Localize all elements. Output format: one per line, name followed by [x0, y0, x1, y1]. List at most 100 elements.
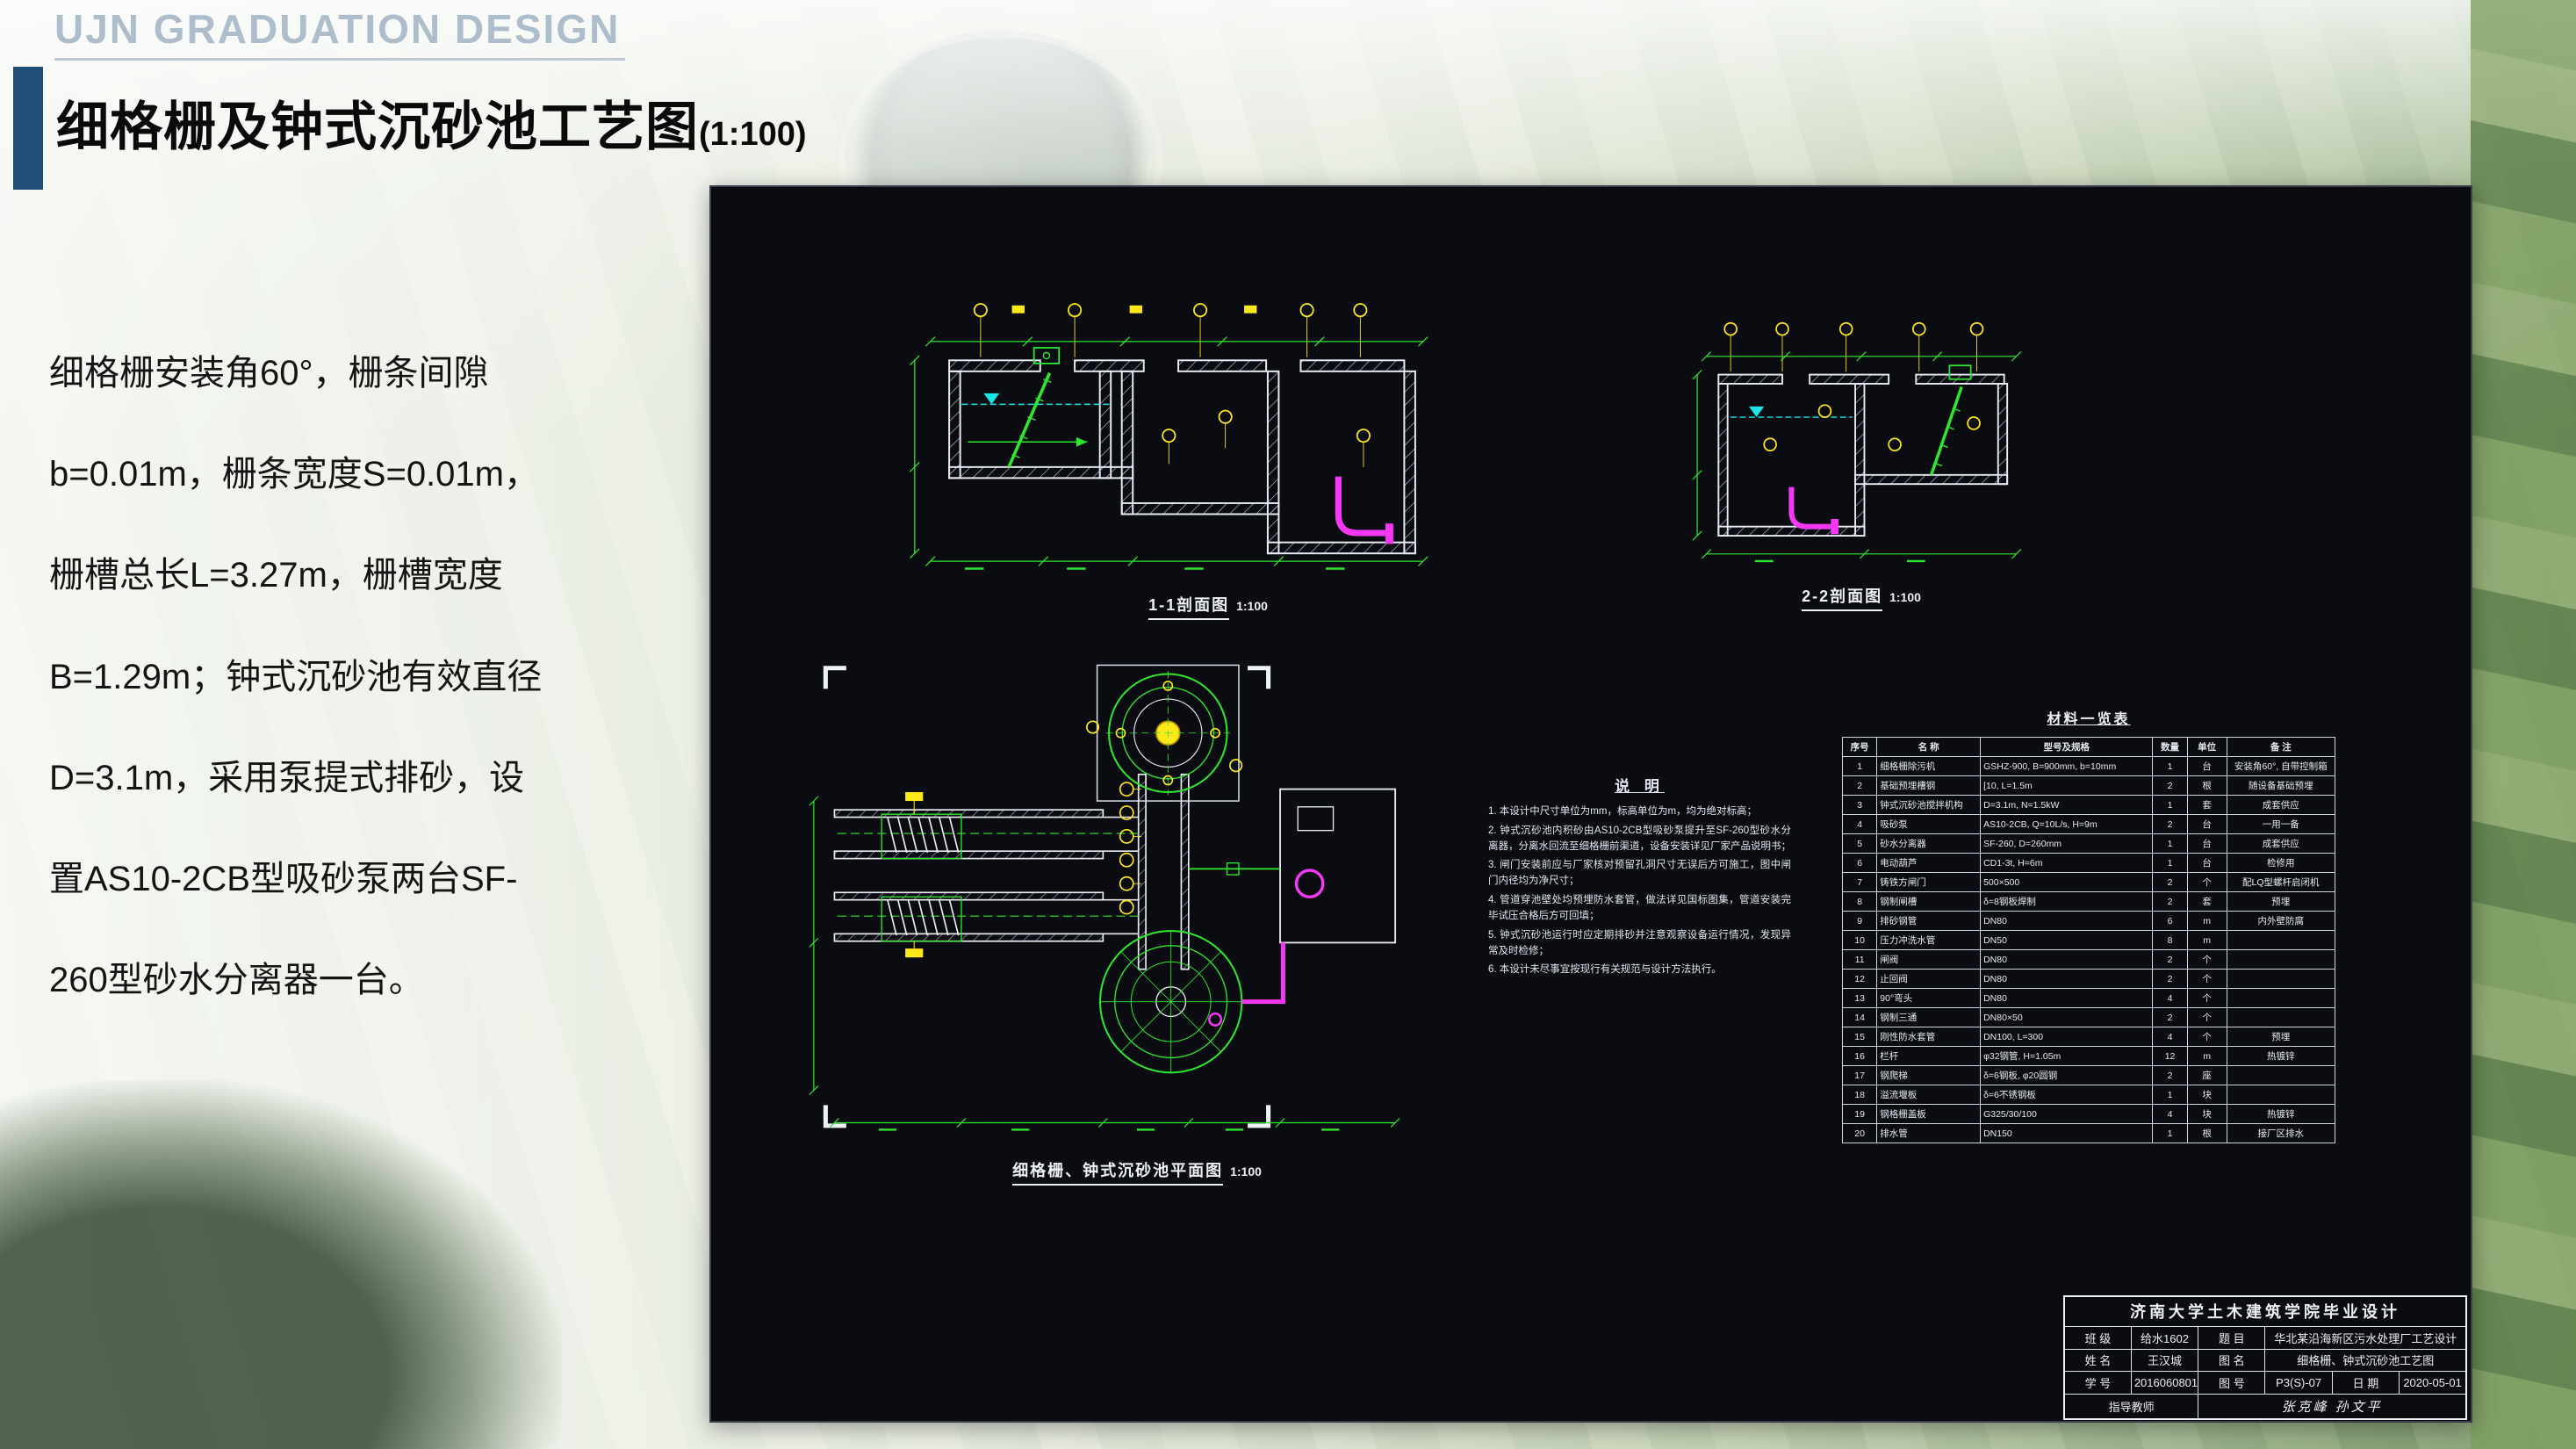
materials-cell: D=3.1m, N=1.5kW	[1980, 795, 2154, 815]
school-name: 济南大学土木建筑学院毕业设计	[2063, 1295, 2467, 1327]
materials-cell: 16	[1841, 1046, 1878, 1066]
materials-cell: 18	[1841, 1085, 1878, 1105]
materials-cell: 2	[2152, 891, 2188, 912]
materials-cell: 个	[2186, 1007, 2227, 1027]
materials-cell: 压力冲洗水管	[1876, 930, 1982, 950]
materials-cell: 吸砂泵	[1876, 814, 1982, 834]
materials-cell: 成套供应	[2226, 795, 2336, 815]
materials-cell: m	[2186, 911, 2227, 931]
note-item: 6. 本设计未尽事宜按现行有关规范与设计方法执行。	[1488, 964, 1722, 976]
date-label: 日 期	[2331, 1371, 2400, 1395]
notes-title: 说 明	[1615, 778, 1665, 795]
materials-cell	[2226, 949, 2336, 970]
materials-cell: 个	[2186, 872, 2227, 892]
channel-centerlines	[837, 833, 1139, 917]
materials-cell: 座	[2186, 1065, 2227, 1085]
materials-header-cell: 型号及规格	[1980, 737, 2154, 757]
materials-cell: 止回阀	[1876, 969, 1982, 989]
materials-cell: 内外壁防腐	[2226, 911, 2336, 931]
materials-cell: 4	[1841, 814, 1878, 834]
materials-cell: δ=6不锈钢板	[1980, 1085, 2154, 1105]
section-1-1-scale: 1:100	[1236, 599, 1268, 613]
materials-header-cell: 单位	[2186, 737, 2227, 757]
materials-cell: 17	[1841, 1065, 1878, 1085]
materials-cell	[2226, 930, 2336, 950]
materials-cell: 随设备基础预埋	[2226, 775, 2336, 796]
concrete-walls	[948, 359, 1416, 555]
flow-arrow	[968, 436, 1088, 447]
materials-cell: AS10-2CB, Q=10L/s, H=9m	[1980, 814, 2154, 834]
section-2-2-view	[1664, 308, 2059, 572]
materials-cell: 钢爬梯	[1876, 1065, 1982, 1085]
materials-cell	[2226, 1065, 2336, 1085]
materials-cell: 1	[2152, 756, 2188, 776]
materials-cell: 闸阀	[1876, 949, 1982, 970]
tag-balloons-top	[973, 303, 1368, 357]
materials-cell: 14	[1841, 1007, 1878, 1027]
materials-cell: 5	[1841, 833, 1878, 854]
materials-cell: 成套供应	[2226, 833, 2336, 854]
materials-cell: 台	[2186, 814, 2227, 834]
materials-cell: 2	[1841, 775, 1878, 796]
materials-cell: 2	[2152, 1065, 2188, 1085]
materials-cell: 1	[2152, 853, 2188, 873]
materials-cell: 2	[2152, 949, 2188, 970]
materials-cell: 6	[1841, 853, 1878, 873]
drawing-no-value: P3(S)-07	[2264, 1371, 2333, 1395]
materials-cell: 个	[2186, 969, 2227, 989]
materials-cell: 接厂区排水	[2226, 1123, 2336, 1143]
plan-label: 细格栅、钟式沉砂池平面图	[1012, 1158, 1224, 1186]
materials-cell: DN50	[1980, 930, 2154, 950]
materials-cell: 块	[2186, 1085, 2227, 1105]
materials-cell: 4	[2152, 988, 2188, 1008]
materials-cell	[2226, 988, 2336, 1008]
materials-cell: 根	[2186, 1123, 2227, 1143]
section-1-1-label: 1-1剖面图	[1148, 593, 1230, 620]
section-2-2-drawing	[1692, 321, 2022, 563]
name-value: 王汉城	[2130, 1348, 2199, 1373]
materials-cell: 排水管	[1876, 1123, 1982, 1143]
materials-cell: 12	[2152, 1046, 2188, 1066]
sand-discharge-pipe	[1335, 476, 1393, 544]
tag-balloon-chain	[1086, 720, 1243, 915]
note-item: 3. 闸门安装前应与厂家核对预留孔洞尺寸无误后方可施工，图中闸门内径均为净尺寸；	[1488, 860, 1791, 887]
materials-cell: 2	[2152, 775, 2188, 796]
materials-cell: 4	[2152, 1104, 2188, 1124]
materials-cell: 6	[2152, 911, 2188, 931]
note-item: 2. 钟式沉砂池内积砂由AS10-2CB型吸砂泵提升至SF-260型砂水分离器，…	[1488, 825, 1791, 852]
materials-cell: DN80	[1980, 969, 2154, 989]
title-block-table: 济南大学土木建筑学院毕业设计 班 级 给水1602 题 目 华北某沿海新区污水处…	[2063, 1295, 2467, 1420]
materials-cell: CD1-3t, H=6m	[1980, 853, 2154, 873]
section-2-2-scale: 1:100	[1889, 590, 1921, 604]
water-level	[1731, 406, 1853, 418]
topic-label: 题 目	[2198, 1325, 2266, 1350]
note-item: 4. 管道穿池壁处均预埋防水套管，做法详见国标图集，管道安装完毕试压合格后方可回…	[1488, 895, 1791, 921]
materials-cell: [10, L=1.5m	[1980, 775, 2154, 796]
materials-title: 材料一览表	[2047, 712, 2131, 727]
materials-cell: 刚性防水套管	[1876, 1027, 1982, 1047]
materials-cell	[2226, 1007, 2336, 1027]
sand-discharge-pipe	[1788, 487, 1839, 535]
advisor-signature: 张克峰 孙文平	[2198, 1393, 2467, 1420]
materials-cell: 8	[2152, 930, 2188, 950]
materials-cell: 安装角60°, 自带控制箱	[2226, 756, 2336, 776]
materials-cell	[2226, 1085, 2336, 1105]
fine-screen-60deg	[1929, 364, 1972, 476]
drawing-no-label: 图 号	[2198, 1371, 2266, 1395]
materials-cell: 台	[2186, 833, 2227, 854]
materials-cell: 19	[1841, 1104, 1878, 1124]
page-title-scale: (1:100)	[699, 116, 807, 153]
materials-cell: 13	[1841, 988, 1878, 1008]
